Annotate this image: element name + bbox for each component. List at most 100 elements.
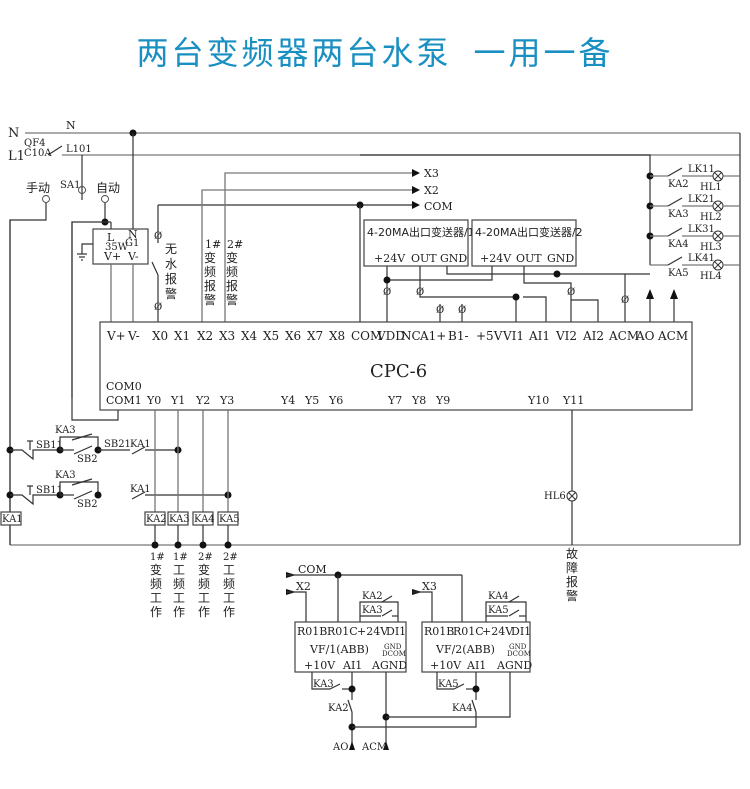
controller-pin: NC: [401, 329, 421, 343]
svg-text:水: 水: [165, 257, 177, 271]
svg-text:KA5: KA5: [219, 514, 240, 525]
output-label: 工: [173, 563, 185, 577]
svg-text:KA2: KA2: [668, 179, 689, 190]
manual-terminal: [42, 195, 50, 203]
output-label: 频: [198, 577, 210, 591]
sa1-terminal: [78, 186, 86, 194]
controller-pin: X8: [329, 329, 345, 343]
label-qf4: QF4: [24, 138, 46, 149]
controller-cpc6: [99, 321, 693, 411]
svg-text:DI1: DI1: [386, 625, 406, 638]
svg-text:+10V: +10V: [304, 659, 336, 672]
svg-text:R01C: R01C: [453, 625, 484, 638]
label-auto: 自动: [96, 181, 120, 195]
ladder-rung-1: SB11 KA3 SB2 SB21 KA1: [6, 425, 182, 465]
svg-text:KA4: KA4: [194, 514, 215, 525]
svg-text:SB11: SB11: [36, 440, 63, 451]
svg-text:GND: GND: [547, 252, 574, 265]
output-label: 1#: [173, 552, 188, 563]
output-label: 变: [150, 562, 162, 577]
output-label: 工: [223, 591, 235, 605]
svg-text:警: 警: [226, 292, 238, 307]
controller-pin: COM1: [106, 394, 142, 407]
svg-text:+10V: +10V: [430, 659, 462, 672]
controller-pin: X6: [285, 329, 301, 343]
controller-pin: Y4: [280, 394, 295, 407]
svg-text:+24V: +24V: [480, 252, 512, 265]
transmitter-wiring: Ø Ø Ø Ø Ø Ø: [383, 266, 678, 322]
transmitter-2: 4-20MA出口变送器/2 +24V OUT GND: [471, 219, 583, 267]
arrow-x3-icon: [412, 169, 420, 177]
output-label: 频: [173, 577, 185, 591]
controller-pin: Y3: [219, 394, 234, 407]
controller-pin: VI2: [555, 329, 577, 343]
label-manual: 手动: [26, 181, 50, 195]
transmitter-1-title: 4-20MA出口变送器/1: [367, 225, 475, 239]
svg-text:2#: 2#: [227, 238, 243, 251]
svg-text:KA5: KA5: [488, 605, 509, 616]
transmitter-2-title: 4-20MA出口变送器/2: [475, 225, 583, 239]
svg-text:KA3: KA3: [362, 605, 383, 616]
svg-text:报: 报: [165, 271, 177, 286]
output-label: 作: [198, 605, 210, 619]
svg-text:HL4: HL4: [700, 271, 722, 282]
svg-text:KA5: KA5: [438, 679, 459, 690]
arrow-acm-icon: [383, 741, 389, 750]
ground-icon: [77, 253, 87, 261]
svg-text:1#: 1#: [205, 238, 221, 251]
breaker-qf4-icon: [47, 145, 63, 156]
indicator-row-3: LK31 KA4 HL3: [646, 224, 740, 253]
svg-text:报: 报: [204, 278, 216, 293]
output-label: 作: [150, 605, 162, 619]
indicator-bus: [360, 154, 651, 265]
x3-wire: [224, 172, 412, 322]
svg-text:频: 频: [226, 265, 238, 279]
svg-text:KA2: KA2: [328, 703, 349, 714]
svg-text:Ø: Ø: [567, 287, 575, 298]
svg-text:GND: GND: [384, 643, 402, 651]
ground-wire: [81, 243, 93, 254]
svg-text:KA5: KA5: [668, 268, 689, 279]
indicator-row-2: LK21 KA3 HL2: [646, 194, 740, 223]
svg-text:DCOM: DCOM: [382, 650, 406, 658]
label-sa1: SA1: [60, 180, 80, 191]
svg-text:HL1: HL1: [700, 182, 722, 193]
controller-pin: Y8: [411, 394, 426, 407]
controller-pin: Y7: [387, 394, 402, 407]
psu-vplus-label: V+: [103, 250, 121, 263]
svg-text:警: 警: [566, 588, 578, 603]
controller-pin: COM: [351, 329, 382, 343]
output-label: 频: [150, 577, 162, 591]
lamp-hl6-label: HL6: [544, 491, 566, 502]
svg-text:变: 变: [204, 250, 216, 265]
output-label: 工: [150, 591, 162, 605]
svg-text:KA3: KA3: [55, 470, 76, 481]
label-c10a: C10A: [24, 148, 52, 159]
svg-text:AI1: AI1: [466, 659, 486, 672]
com1-wire: [71, 222, 119, 421]
arrow-ao-icon: [349, 741, 355, 750]
svg-text:R01B: R01B: [297, 625, 327, 638]
output-label: 2#: [198, 552, 213, 563]
output-label: 频: [223, 577, 235, 591]
controller-pin: Y5: [304, 394, 319, 407]
controller-pin: Y6: [328, 394, 343, 407]
terminal-symbol: Ø: [154, 231, 162, 242]
label-l101: L101: [66, 144, 92, 155]
svg-text:OUT: OUT: [516, 252, 542, 265]
output-label: 1#: [150, 552, 165, 563]
svg-text:DCOM: DCOM: [507, 650, 531, 658]
fault-alarm-label: 故 障 报 警: [566, 546, 578, 603]
output-label: 工: [173, 591, 185, 605]
svg-text:OUT: OUT: [411, 252, 437, 265]
controller-pin: Y11: [562, 394, 584, 407]
label-ao: AO: [332, 742, 348, 753]
controller-pin: X7: [307, 329, 323, 343]
svg-text:Ø: Ø: [416, 287, 424, 298]
svg-text:KA3: KA3: [668, 209, 689, 220]
bus-label-com: COM: [424, 200, 453, 213]
svg-text:SB11: SB11: [36, 485, 63, 496]
terminal-symbol: Ø: [154, 302, 162, 313]
